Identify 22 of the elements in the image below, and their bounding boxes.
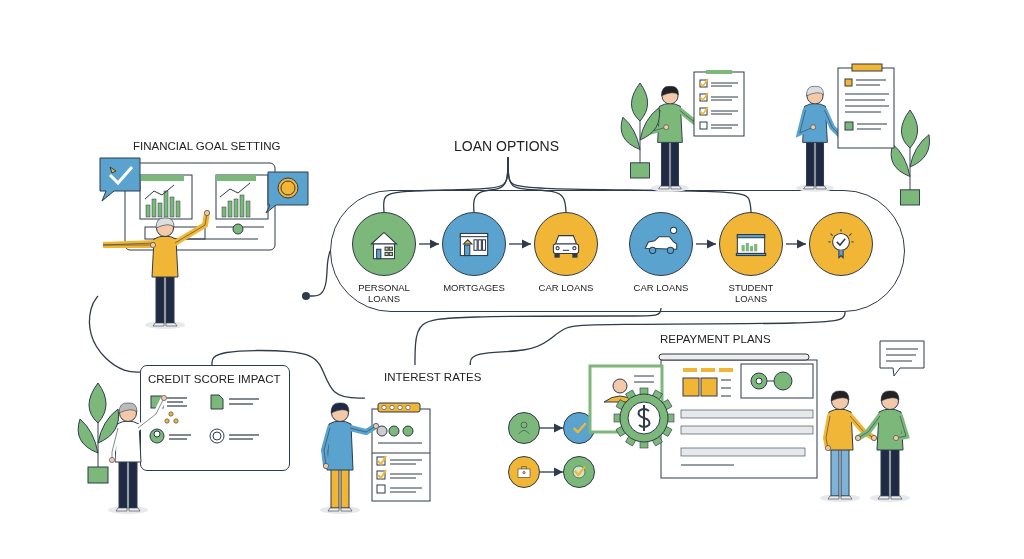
connector-line bbox=[211, 349, 366, 399]
arrow bbox=[695, 239, 717, 249]
arrow bbox=[418, 239, 440, 249]
arrow bbox=[508, 239, 532, 249]
section-heading: INTEREST RATES bbox=[384, 370, 482, 384]
section-heading: REPAYMENT PLANS bbox=[660, 332, 771, 346]
loan-option-label: MORTGAGES bbox=[442, 282, 506, 293]
section-heading: CREDIT SCORE IMPACT bbox=[148, 372, 281, 386]
arrow bbox=[539, 423, 564, 433]
loan-option-label: PERSONAL LOANS bbox=[357, 282, 411, 304]
info-card bbox=[140, 365, 290, 471]
connector-line bbox=[507, 156, 752, 213]
loan-option-label: STUDENT LOANS bbox=[727, 282, 775, 304]
section-heading: LOAN OPTIONS bbox=[454, 139, 560, 153]
arrow bbox=[785, 239, 807, 249]
section-heading: FINANCIAL GOAL SETTING bbox=[133, 139, 281, 153]
connector-line bbox=[414, 307, 662, 366]
arrow bbox=[539, 467, 564, 477]
connector-line bbox=[309, 250, 331, 297]
connector-line bbox=[88, 295, 141, 373]
loan-option-label: CAR LOANS bbox=[537, 282, 595, 293]
loan-option-label: CAR LOANS bbox=[632, 282, 690, 293]
